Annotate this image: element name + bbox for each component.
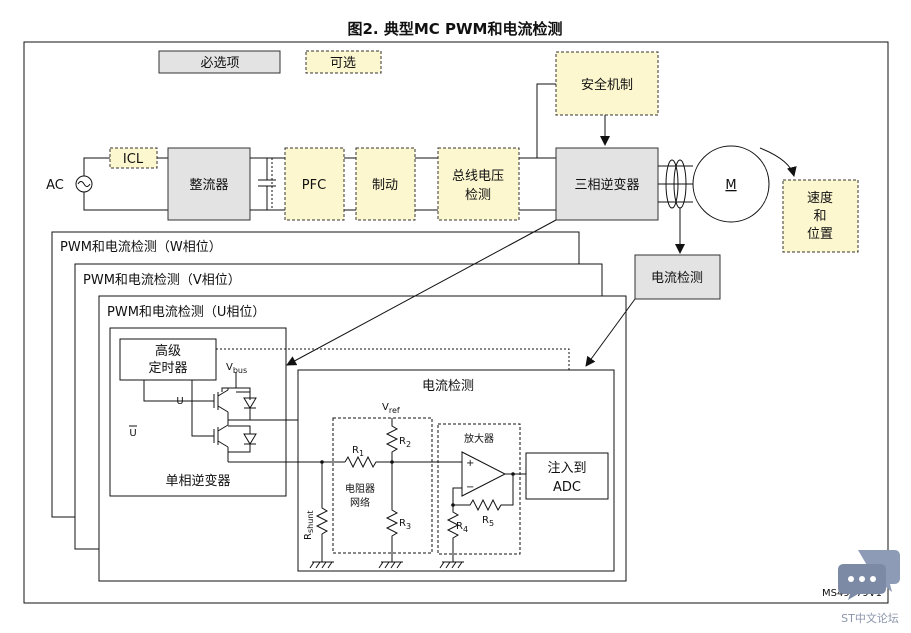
current-detect-box [634, 254, 721, 300]
watermark-text: ST中文论坛 [841, 612, 899, 625]
inverter-label: 三相逆变器 [574, 177, 639, 193]
r2-label: R2 [399, 436, 411, 449]
node-dot-4 [511, 472, 515, 476]
outer-frame [23, 41, 889, 604]
panel-w-title: PWM和电流检测（W相位） [60, 240, 222, 255]
bus-voltage-detect-box [437, 147, 520, 221]
current-clamp-icon-1 [665, 159, 679, 209]
opamp-icon [461, 451, 507, 497]
rectifier-label: 整流器 [189, 178, 228, 193]
inverter-to-panel-arrow [286, 219, 557, 366]
current-detect-label: 电流检测 [651, 271, 703, 286]
icl-label: ICL [123, 152, 144, 167]
watermark: ST中文论坛 [834, 548, 906, 628]
legend-required-swatch [158, 50, 281, 74]
safety-feed-wire [536, 83, 556, 158]
opamp-inv-wire [452, 487, 462, 505]
brake-box [355, 147, 416, 221]
r4-resistor-icon [446, 505, 460, 562]
legend-required-label: 必选项 [200, 56, 239, 71]
speed-position-line3: 位置 [807, 227, 833, 242]
advanced-timer-box [119, 338, 217, 381]
amplifier-frame [437, 423, 521, 555]
resistor-network-frame [332, 417, 433, 554]
single-inverter-label: 单相逆变器 [165, 473, 230, 489]
vref-label: Vref [382, 402, 400, 415]
ac-sine-icon [77, 181, 91, 187]
u-bar-label: U [129, 428, 136, 439]
power-chain: AC ICL 整流器 PFC 制动 总线电压 检测 安全机制 三相逆变器 [46, 51, 859, 300]
speed-position-line1: 速度 [807, 190, 833, 206]
sense-to-panel-arrow [585, 298, 636, 367]
opamp-plus: + [466, 458, 474, 469]
panel-v-title: PWM和电流检测（V相位） [83, 273, 241, 288]
ac-wires [83, 157, 168, 211]
ground-icon-2 [378, 561, 403, 569]
gate-drive-wires [143, 380, 214, 437]
high-side-transistor-icon [213, 388, 229, 420]
rectifier-box [167, 147, 251, 221]
pfc-box [284, 147, 345, 221]
bus-capacitor-icon [258, 158, 276, 210]
ground-icon-1 [309, 561, 334, 569]
panel-u-title: PWM和电流检测（U相位） [107, 305, 265, 320]
r1-resistor-icon [344, 455, 462, 469]
u-phase-detail: 单相逆变器 高级 定时器 U U Vbus [109, 327, 574, 497]
chat-bubble-icon [838, 550, 900, 600]
low-side-diode-wires [228, 425, 251, 453]
ac-label: AC [46, 178, 64, 193]
advanced-timer-line2: 定时器 [148, 361, 187, 376]
u-label: U [176, 396, 183, 407]
rotation-arrow [759, 147, 797, 177]
single-inverter-frame [109, 327, 287, 497]
inverter-box [555, 147, 659, 221]
r4-label: R4 [456, 521, 468, 534]
r3-label: R3 [399, 518, 411, 531]
r1-label: R1 [352, 445, 364, 458]
motor-label: M [725, 178, 736, 193]
amplifier-label: 放大器 [464, 432, 494, 445]
rshunt-resistor-icon [315, 462, 329, 562]
diagram-title: 图2. 典型MC PWM和电流检测 [348, 20, 563, 38]
legend: 必选项 可选 [158, 50, 382, 74]
current-sense-block: 电流检测 Rshunt 电阻器 网络 R1 Vref R2 R3 放大器 + − [297, 369, 615, 572]
r2-resistor-icon [385, 418, 399, 462]
bus-voltage-detect-line2: 检测 [465, 188, 491, 203]
r3-resistor-icon [385, 462, 399, 562]
bus-voltage-detect-line1: 总线电压 [452, 169, 504, 184]
safety-label: 安全机制 [581, 77, 633, 93]
speed-position-box [782, 179, 859, 253]
low-side-transistor-icon [213, 420, 229, 462]
advanced-timer-line1: 高级 [155, 343, 181, 359]
r5-resistor-icon [453, 474, 514, 512]
vbus-label: Vbus [226, 362, 247, 375]
resistor-network-line1: 电阻器 [345, 482, 375, 495]
pfc-label: PFC [302, 178, 326, 193]
opamp-minus: − [466, 482, 474, 493]
legend-optional-swatch [305, 50, 382, 74]
resistor-network-line2: 网络 [350, 496, 370, 509]
ground-icon-3 [439, 561, 464, 569]
safety-box [555, 51, 659, 116]
speed-position-line2: 和 [813, 209, 826, 224]
icl-box [109, 147, 158, 169]
adc-line2: ADC [553, 480, 581, 495]
motor-icon [692, 145, 770, 223]
motor-wires [658, 165, 693, 203]
brake-label: 制动 [372, 178, 398, 193]
current-sense-title: 电流检测 [422, 379, 474, 394]
legend-optional-label: 可选 [330, 56, 356, 71]
r5-label: R5 [482, 515, 494, 528]
adc-line1: 注入到 [547, 461, 586, 476]
rshunt-label: Rshunt [303, 511, 315, 540]
adc-box [525, 452, 609, 500]
